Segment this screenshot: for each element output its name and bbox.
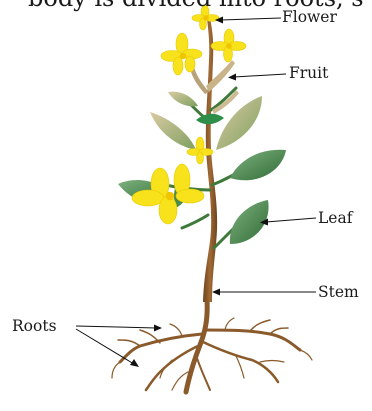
roots-arrow-lower-icon (130, 359, 139, 367)
stem-arrow-icon (212, 289, 220, 296)
leaf-faded-small (168, 92, 198, 107)
flower-lower-large (132, 164, 204, 224)
flower-upper-right (211, 29, 246, 62)
leaf-right-middle (230, 150, 286, 181)
fruit-label: Fruit (289, 66, 328, 82)
flowers (132, 5, 246, 224)
stem-shape (203, 18, 217, 302)
leaf-faded-left (150, 112, 196, 150)
roots-arrow-upper-icon (154, 325, 162, 332)
leaf-label: Leaf (318, 211, 352, 227)
flower-upper-left (161, 33, 202, 75)
fruit-arrow-icon (228, 74, 236, 81)
stem-label: Stem (318, 285, 359, 301)
flower-label: Flower (282, 10, 337, 26)
root-system (112, 300, 312, 392)
roots-label: Roots (12, 319, 57, 335)
